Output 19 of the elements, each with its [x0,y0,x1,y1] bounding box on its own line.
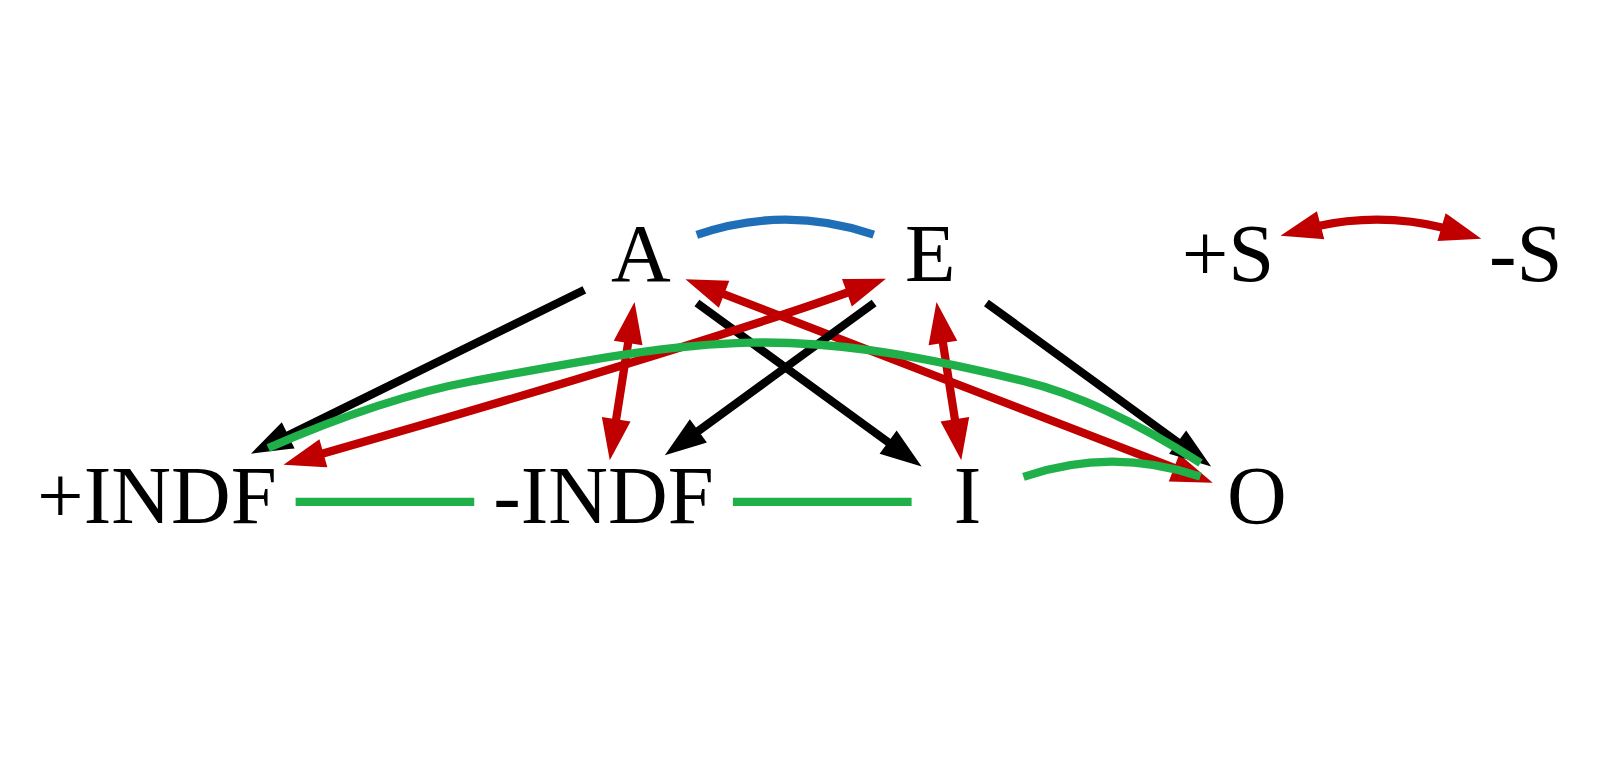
node-text: E [905,206,956,299]
connector [732,497,912,507]
node-text: O [1227,448,1287,541]
connector [695,215,875,239]
arrow [694,299,922,467]
node-text: -S [1489,206,1563,299]
arrow [601,301,643,461]
node-text: +S [1181,206,1275,299]
node-text: -INDF [493,448,714,541]
node-text: +INDF [37,448,277,541]
connector [295,497,475,507]
arrow [928,301,970,461]
connector [266,338,1203,467]
node-text: A [610,206,671,299]
arrow [283,278,886,468]
arrow [664,299,877,456]
arrow [1280,211,1482,242]
node-text: I [953,448,982,541]
connector [1022,457,1202,481]
